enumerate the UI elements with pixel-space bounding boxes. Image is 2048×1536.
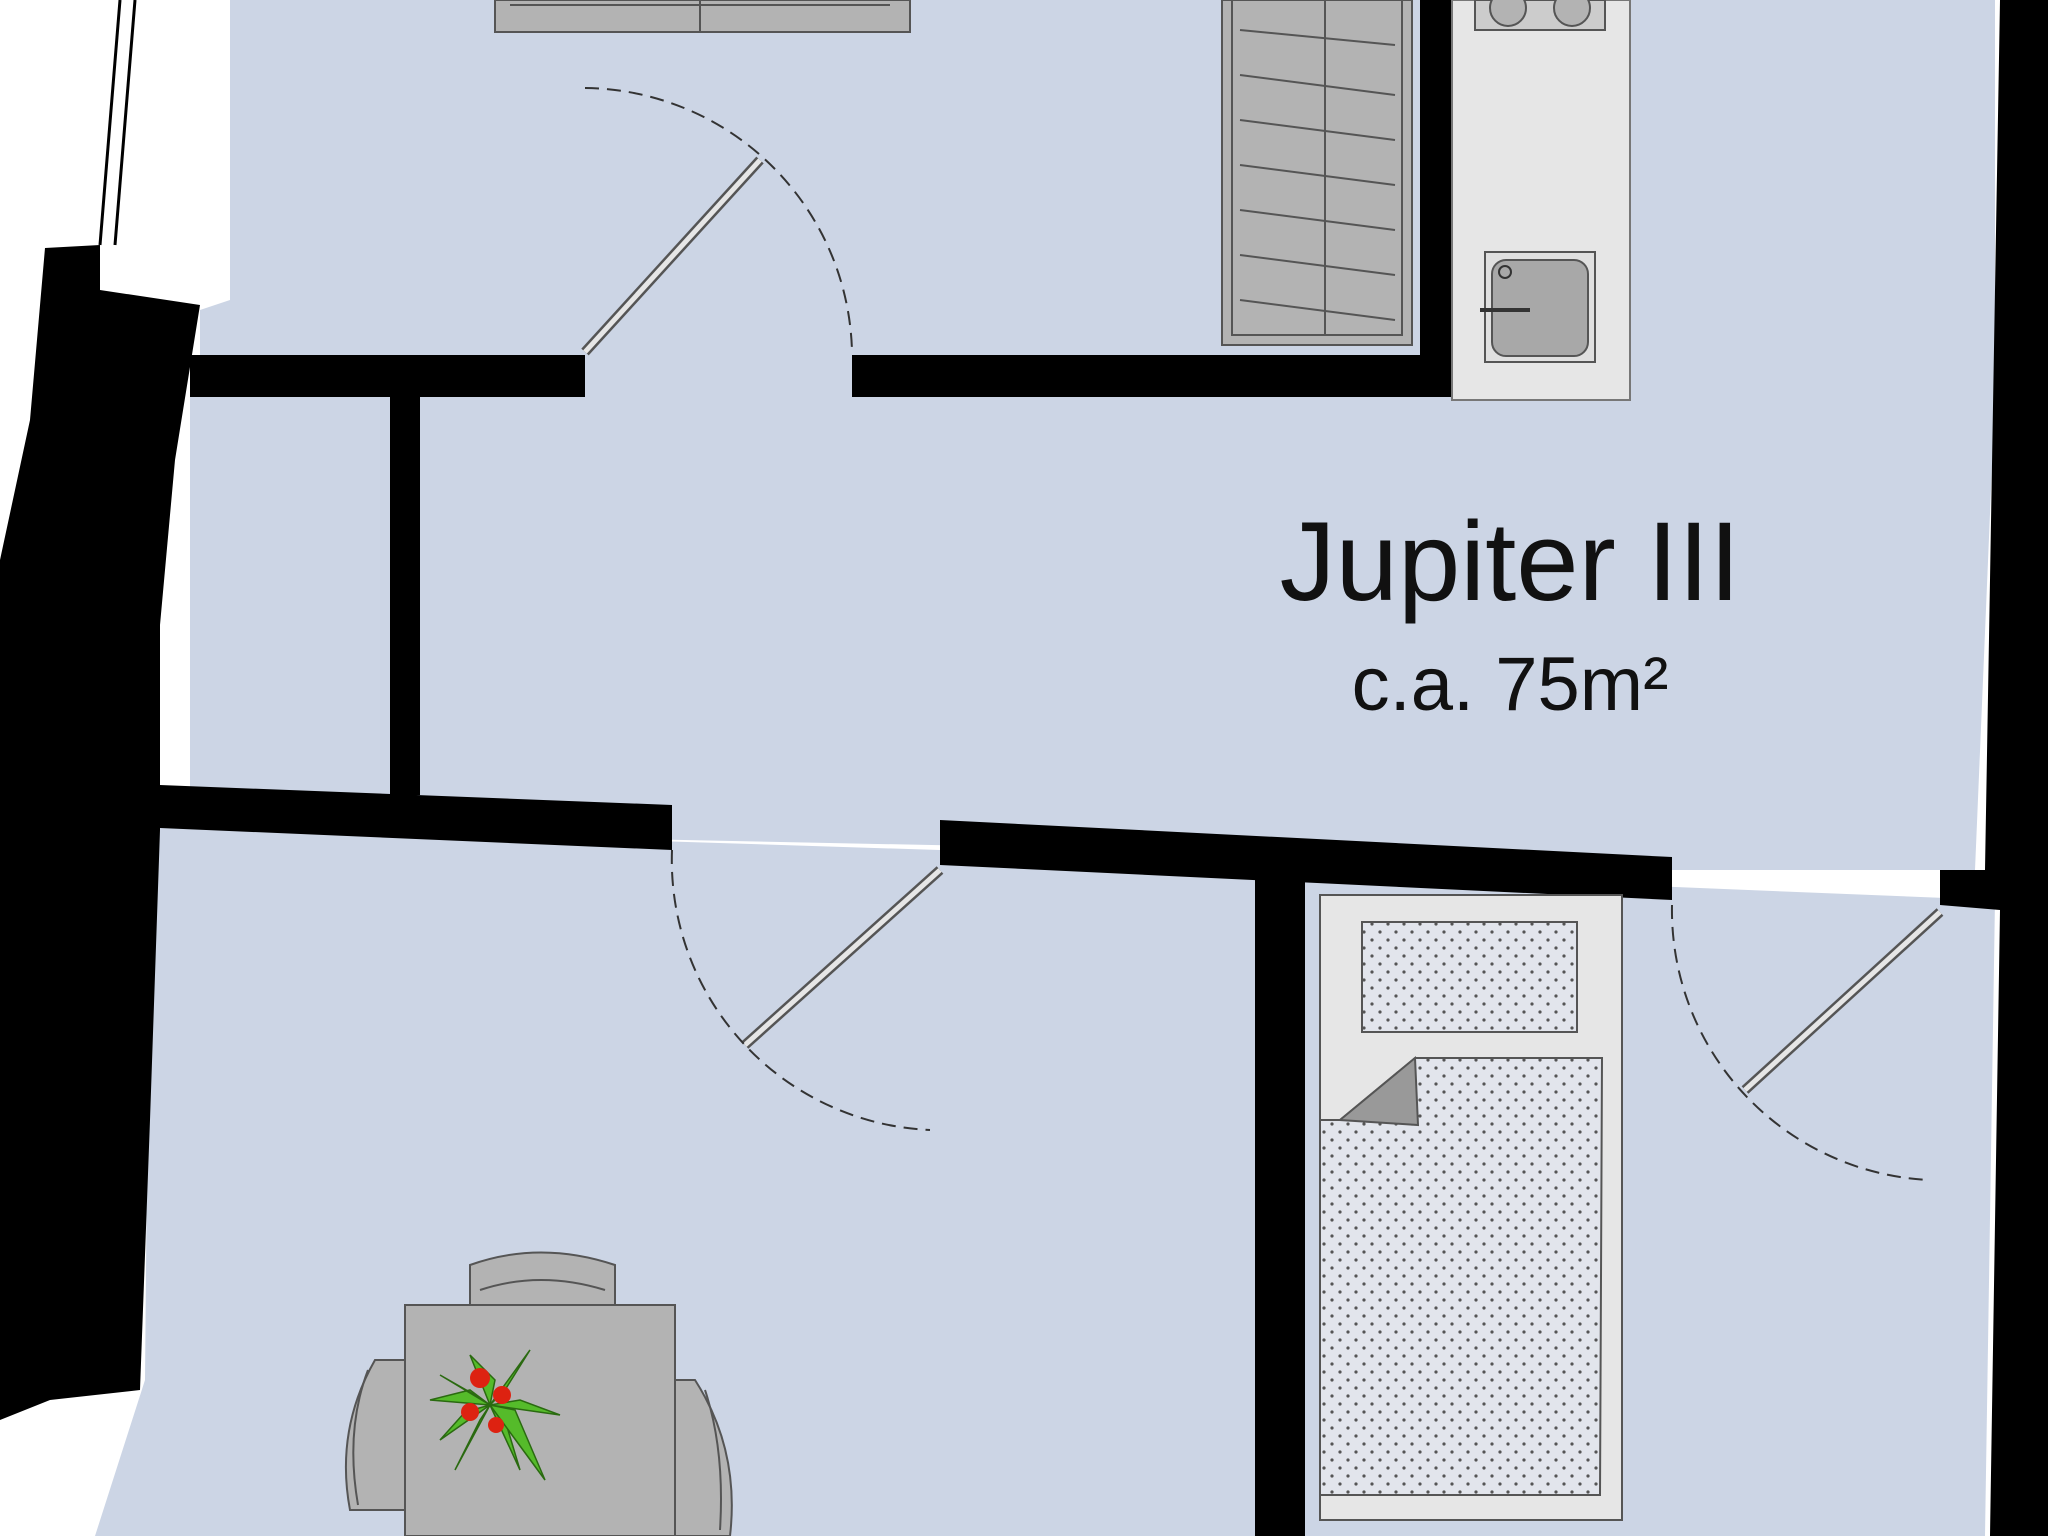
- wall-kitchen-right-segment: [852, 355, 1452, 397]
- wall-closet-divider: [390, 395, 420, 795]
- exterior-wall-right: [1940, 0, 2048, 1536]
- living-room-floor: [95, 825, 1255, 1536]
- dining-table-icon: [344, 1251, 733, 1536]
- wall-bedroom-divider: [1255, 880, 1305, 1536]
- bed-icon: [1319, 894, 1623, 1521]
- living-room-door-icon: [670, 849, 944, 1131]
- window-frame: [98, 0, 137, 246]
- apartment-area: c.a. 75m²: [1351, 642, 1669, 727]
- floor-areas: [95, 0, 1995, 1536]
- duvet-fold: [1337, 1055, 1420, 1127]
- kitchen-floor: [200, 0, 1995, 395]
- exterior-wall-left: [0, 245, 200, 1420]
- stove-icon: [1474, 0, 1606, 31]
- chair-left: [344, 1359, 406, 1511]
- apartment-name: Jupiter III: [1279, 499, 1741, 624]
- chair-top: [469, 1251, 616, 1321]
- plant-icon: [429, 1349, 561, 1481]
- kitchen-door-icon: [581, 87, 853, 356]
- wardrobe-icon: [1221, 0, 1413, 346]
- bedroom-door-icon: [1670, 904, 1944, 1181]
- hallway-floor: [190, 395, 1995, 870]
- wall-kitchen-divider: [1420, 0, 1452, 397]
- table-top: [404, 1304, 676, 1536]
- duvet: [1319, 1057, 1604, 1496]
- radiator-icon: [494, 0, 911, 33]
- kitchen-counter: [1451, 0, 1631, 401]
- wall-living-left-segment: [160, 785, 672, 850]
- pillow: [1361, 921, 1578, 1033]
- sink-icon: [1480, 251, 1596, 363]
- wall-kitchen-left-segment: [190, 355, 585, 397]
- wall-living-right-segment: [940, 820, 1672, 900]
